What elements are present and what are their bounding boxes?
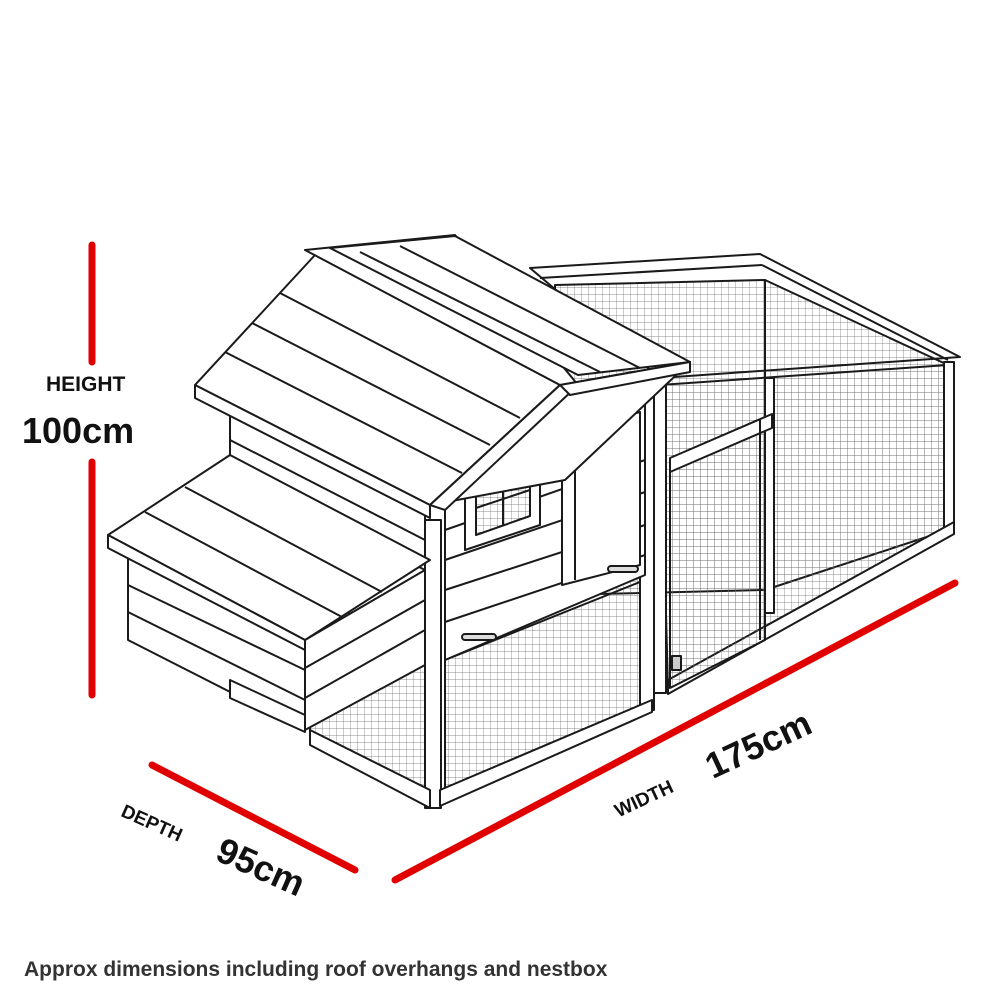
door-latch xyxy=(671,655,682,671)
run-post xyxy=(943,361,955,535)
roof-plank xyxy=(279,292,521,419)
nestbox-siding xyxy=(304,599,426,669)
coop-bottom-rail xyxy=(439,699,653,807)
nestbox-siding xyxy=(304,629,426,699)
siding xyxy=(229,439,426,541)
nestbox-base xyxy=(229,679,306,733)
height-label: HEIGHT xyxy=(46,373,126,396)
handle xyxy=(461,633,497,641)
lid-plank xyxy=(184,486,383,593)
gable-trim xyxy=(559,361,691,396)
window-mullion xyxy=(475,489,531,509)
nestbox-end xyxy=(304,569,426,731)
roof-plank xyxy=(399,245,641,369)
run-top-rail xyxy=(761,264,949,361)
run-door-frame xyxy=(669,413,773,473)
coop-house xyxy=(107,234,691,809)
caption: Approx dimensions including roof overhan… xyxy=(24,958,608,981)
coop-leg xyxy=(424,519,442,809)
depth-line xyxy=(148,761,359,874)
main-roof-edge xyxy=(194,384,431,519)
nestbox-lid-edge xyxy=(107,534,306,651)
lid-plank xyxy=(144,511,343,618)
roof-plank xyxy=(251,322,491,446)
roof-plank xyxy=(224,351,463,474)
height-value: 100cm xyxy=(22,410,135,451)
coop-bottom-rail xyxy=(309,729,431,809)
nestbox-siding xyxy=(127,584,306,671)
run-top-rail xyxy=(539,264,763,279)
coop-drawing xyxy=(107,234,961,809)
nestbox-siding xyxy=(127,611,306,701)
dimension-lines xyxy=(88,241,959,884)
handle xyxy=(607,565,639,573)
width-line xyxy=(391,579,959,884)
roof-plank xyxy=(359,251,601,373)
